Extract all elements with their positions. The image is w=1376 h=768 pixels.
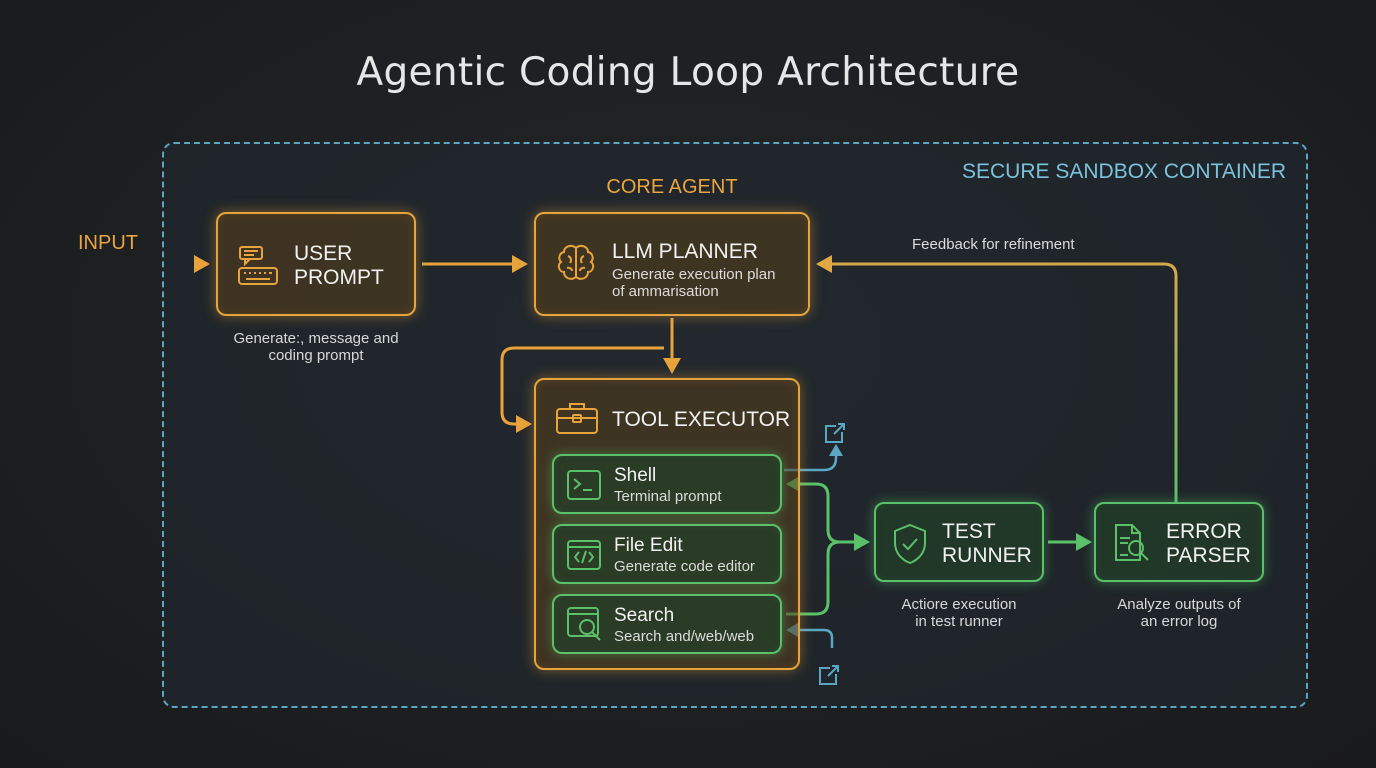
shell-label: Shell <box>614 465 657 486</box>
shield-check-icon <box>894 523 926 565</box>
brain-icon <box>557 244 595 280</box>
error-parser-node[interactable]: ERROR PARSER <box>1094 502 1264 582</box>
user-prompt-caption-line-1: Generate:, message and <box>233 330 399 347</box>
feedback-arrowhead <box>816 255 832 273</box>
code-editor-icon <box>567 540 601 570</box>
planner-loop-arrow <box>500 346 664 426</box>
llm-planner-desc-1: Generate execution plan <box>612 266 776 283</box>
test-runner-caption-line-2: in test runner <box>915 613 1003 630</box>
search-icon <box>567 607 601 641</box>
sandbox-label: SECURE SANDBOX CONTAINER <box>962 160 1286 183</box>
external-link-icon <box>825 423 845 443</box>
search-to-runner-arrow <box>786 540 841 616</box>
shell-desc: Terminal prompt <box>614 488 722 505</box>
log-search-icon <box>1115 524 1149 561</box>
error-parser-title-2: PARSER <box>1166 544 1251 567</box>
input-arrowhead <box>194 255 210 273</box>
shell-to-runner-arrow <box>800 482 856 544</box>
tool-shell[interactable]: Shell Terminal prompt <box>552 454 782 514</box>
search-desc: Search and/web/web <box>614 628 755 645</box>
user-prompt-title-1: USER <box>294 242 353 265</box>
tool-search[interactable]: Search Search and/web/web <box>552 594 782 654</box>
feedback-arrow <box>830 262 1178 502</box>
file-edit-label: File Edit <box>614 535 683 556</box>
test-runner-node[interactable]: TEST RUNNER <box>874 502 1044 582</box>
test-runner-caption-line-1: Actiore execution <box>901 596 1017 613</box>
error-parser-caption-line-1: Analyze outputs of <box>1117 596 1241 613</box>
shell-external-arrowhead <box>829 444 843 456</box>
core-agent-label: CORE AGENT <box>606 176 738 198</box>
file-edit-desc: Generate code editor <box>614 558 755 575</box>
error-parser-caption: Analyze outputs of an error log <box>1084 596 1274 630</box>
search-external-arrow <box>796 628 834 648</box>
prompt-to-planner-arrowhead <box>512 255 528 273</box>
test-runner-title-1: TEST <box>942 520 996 543</box>
chat-keyboard-icon <box>238 246 278 285</box>
llm-planner-node[interactable]: LLM PLANNER Generate execution plan of a… <box>534 212 810 316</box>
error-parser-caption-line-2: an error log <box>1140 613 1218 630</box>
llm-planner-desc-2: of ammarisation <box>612 283 719 300</box>
shell-external-arrow <box>784 452 838 472</box>
planner-to-executor-arrowhead <box>663 358 681 374</box>
search-label: Search <box>614 605 675 626</box>
runner-to-parser-arrowhead <box>1076 533 1092 551</box>
llm-planner-title: LLM PLANNER <box>612 240 758 263</box>
input-label: INPUT <box>78 232 138 254</box>
test-runner-title-2: RUNNER <box>942 544 1032 567</box>
user-prompt-title-2: PROMPT <box>294 266 384 289</box>
user-prompt-caption-line-2: coding prompt <box>268 347 364 364</box>
tool-executor-title: TOOL EXECUTOR <box>612 408 791 431</box>
tool-executor-node[interactable]: TOOL EXECUTOR Shell Terminal prompt File… <box>534 378 800 670</box>
diagram-title: Agentic Coding Loop Architecture <box>356 50 1020 95</box>
planner-loop-arrowhead <box>516 415 532 433</box>
to-runner-arrowhead <box>854 533 870 551</box>
terminal-icon <box>567 470 601 500</box>
tool-file-edit[interactable]: File Edit Generate code editor <box>552 524 782 584</box>
user-prompt-caption: Generate:, message and coding prompt <box>216 330 416 364</box>
test-runner-caption: Actiore execution in test runner <box>864 596 1054 630</box>
feedback-label: Feedback for refinement <box>912 236 1075 253</box>
error-parser-title-1: ERROR <box>1166 520 1242 543</box>
toolbox-icon <box>556 403 598 434</box>
external-link-icon <box>819 665 839 685</box>
user-prompt-node[interactable]: USER PROMPT <box>216 212 416 316</box>
